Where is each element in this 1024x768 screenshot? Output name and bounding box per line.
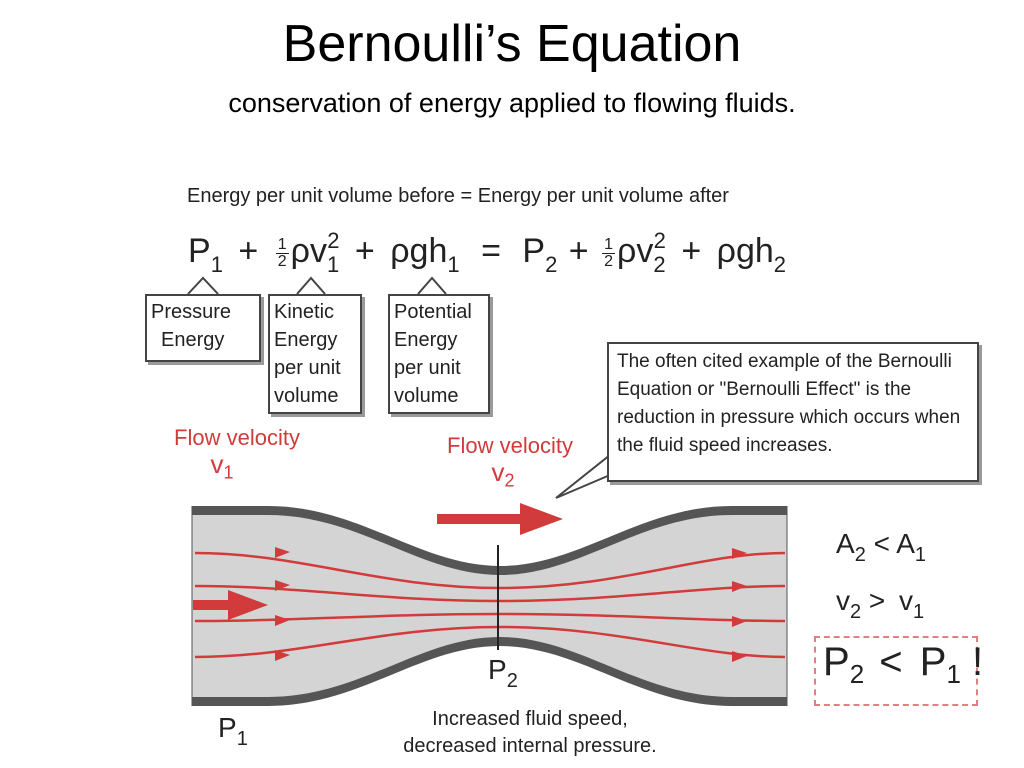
label-p1: P1 <box>218 712 248 750</box>
flow-velocity-v2: Flow velocity v2 <box>447 433 573 491</box>
eq-plus: + <box>354 232 375 270</box>
velocity-arrows <box>193 503 563 620</box>
pressure-energy-box: Pressure Energy <box>145 294 261 362</box>
arrowhead <box>275 615 290 626</box>
potential-energy-box: Potential Energy per unit volume <box>388 294 490 414</box>
arrowhead <box>275 650 290 661</box>
streamline <box>194 551 786 590</box>
eq-plus: + <box>238 232 259 270</box>
velocity-relation: v2 > v1 <box>836 585 925 623</box>
streamline <box>194 584 786 603</box>
arrowhead <box>732 616 747 627</box>
arrowhead <box>732 581 747 592</box>
arrowhead <box>275 580 290 591</box>
pipe-wall-bottom <box>192 637 787 706</box>
throat-arrow-shaft <box>437 514 525 524</box>
inlet-arrow-head <box>228 590 268 620</box>
kinetic-energy-box: Kinetic Energy per unit volume <box>268 294 362 414</box>
pipe-fluid <box>192 514 787 698</box>
energy-heading: Energy per unit volume before = Energy p… <box>187 185 729 207</box>
eq-potential-2: ρgh2 <box>716 232 787 277</box>
box-pointers <box>187 276 447 295</box>
arrowhead <box>275 547 290 558</box>
eq-p2: P2 <box>522 232 558 277</box>
streamline <box>194 625 786 659</box>
pressure-inequality-box <box>814 636 978 706</box>
eq-p1: P1 <box>188 232 223 277</box>
eq-kinetic-1: ρv12 <box>290 228 340 277</box>
label-p2: P2 <box>488 654 518 692</box>
eq-plus: + <box>568 232 589 270</box>
bottom-caption: Increased fluid speed, decreased interna… <box>403 708 657 757</box>
pointer-kinetic <box>296 276 326 295</box>
slide-subtitle: conservation of energy applied to flowin… <box>228 88 796 118</box>
eq-kinetic-2: ρv22 <box>617 228 666 277</box>
eq-equals: = <box>481 232 501 270</box>
arrowhead <box>732 548 747 559</box>
streamline-arrowheads <box>275 547 747 662</box>
eq-plus: + <box>681 232 702 270</box>
slide-title: Bernoulli’s Equation <box>282 15 742 73</box>
pointer-pressure <box>187 276 219 295</box>
pressure-relation: P2 < P1 ! <box>823 640 984 689</box>
throat-arrow-head <box>520 503 563 535</box>
arrowhead <box>732 651 747 662</box>
bernoulli-effect-callout: The often cited example of the Bernoulli… <box>607 342 979 482</box>
eq-potential-1: ρgh1 <box>390 232 460 277</box>
inlet-arrow-shaft <box>193 600 233 610</box>
area-relation: A2 < A1 <box>836 528 926 566</box>
flow-velocity-v1: Flow velocity v1 <box>174 425 300 483</box>
pipe-wall-top <box>192 506 787 575</box>
pointer-potential <box>417 276 447 295</box>
